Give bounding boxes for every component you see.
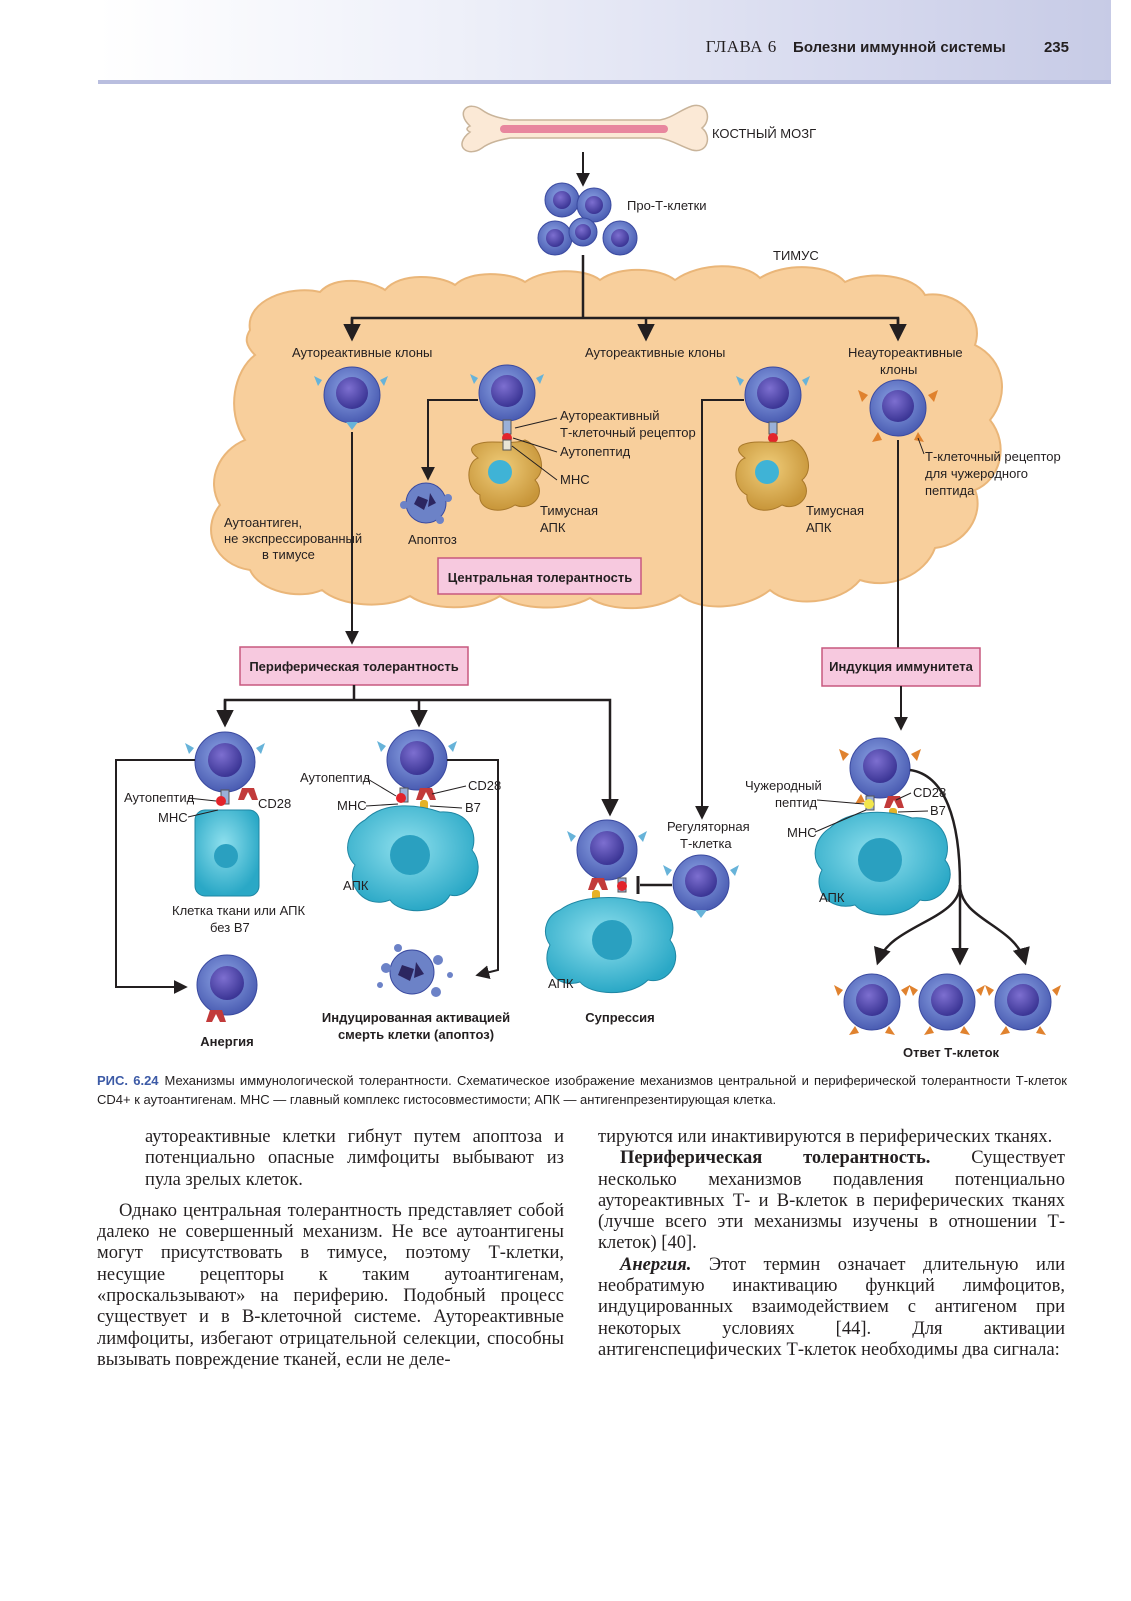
peripheral-tolerance-heading: Периферическая толерантность. xyxy=(620,1148,931,1169)
foreign-peptide-label-1: Чужеродный xyxy=(745,778,822,793)
body-column-left: аутореактивные клетки гибнут путем апопт… xyxy=(97,1127,564,1371)
left-continuation: аутореактивные клетки гибнут путем апопт… xyxy=(145,1127,564,1190)
body-column-right: тируются или инактивируются в перифериче… xyxy=(598,1127,1065,1361)
t-cell-response-label: Ответ Т-клеток xyxy=(903,1045,1000,1060)
chapter-label: ГЛАВА 6 xyxy=(705,37,777,56)
foreign-peptide-label-2: пептид xyxy=(775,795,818,810)
effector-t-cell-2 xyxy=(909,973,985,1035)
right-continuation: тируются или инактивируются в перифериче… xyxy=(598,1127,1053,1147)
bone-marrow-bone xyxy=(461,104,709,153)
response-b7-label: B7 xyxy=(930,803,946,818)
effector-t-cell-1 xyxy=(834,973,910,1035)
mhc-label: МНС xyxy=(560,472,590,487)
anergy-t-cell xyxy=(185,731,265,806)
chapter-title: Болезни иммунной системы xyxy=(793,39,1006,56)
anergy-mhc-label: МНС xyxy=(158,810,188,825)
thymus-autoreactive-cell-left xyxy=(314,366,388,430)
suppression-apc-label: АПК xyxy=(548,976,574,991)
peripheral-tolerance-text: Существует несколько механизмов подавлен… xyxy=(598,1148,1065,1254)
peripheral-tolerance-paragraph: Периферическая толерантность. Существует… xyxy=(598,1148,1065,1254)
autoreactive-clones-left-label: Аутореактивные клоны xyxy=(292,345,432,360)
aicd-label-1: Индуцированная активацией xyxy=(322,1010,510,1025)
header-band xyxy=(98,0,1111,82)
aicd-apoptotic-cell xyxy=(377,944,453,997)
thymus-shape xyxy=(210,265,1003,610)
pro-t-cells xyxy=(537,182,638,256)
regulatory-t-cell xyxy=(663,854,739,918)
apoptotic-cell xyxy=(400,482,452,524)
aicd-label-2: смерть клетки (апоптоз) xyxy=(338,1027,494,1042)
autoreactive-tcr-label-2: Т-клеточный рецептор xyxy=(560,425,696,440)
thymus-autoreactive-cell-center xyxy=(470,364,544,443)
figure-caption-label: РИС. 6.24 xyxy=(97,1073,159,1088)
immunity-induction-label: Индукция иммунитета xyxy=(829,659,973,674)
tissue-cell-label-2: без B7 xyxy=(210,920,250,935)
aicd-t-cell xyxy=(377,729,457,812)
immunity-induction-box xyxy=(821,647,981,687)
foreign-tcr-label-2: для чужеродного xyxy=(925,466,1028,481)
autopeptide-label: Аутопептид xyxy=(560,444,631,459)
thymus-autoreactive-cell-right xyxy=(736,366,810,443)
foreign-tcr-label-1: Т-клеточный рецептор xyxy=(925,449,1061,464)
aicd-mhc-label: МНС xyxy=(337,798,367,813)
aicd-b7-label: B7 xyxy=(465,800,481,815)
aicd-cd28-label: CD28 xyxy=(468,778,501,793)
tissue-cell-label-1: Клетка ткани или АПК xyxy=(172,903,306,918)
anergic-t-cell xyxy=(196,954,258,1022)
anergy-text: Этот термин означает длительную или необ… xyxy=(598,1254,1065,1360)
nonautoreactive-clones-label-2: клоны xyxy=(880,362,917,377)
central-tolerance-box xyxy=(437,557,642,595)
tolerance-figure: КОСТНЫЙ МОЗГ Про-Т-клетки ТИМУС Аутореак… xyxy=(115,104,1061,1060)
anergy-cd28-label: CD28 xyxy=(258,796,291,811)
thymic-apc-1 xyxy=(468,439,543,511)
suppressed-t-cell xyxy=(567,819,647,902)
autoreactive-clones-center-label: Аутореактивные клоны xyxy=(585,345,725,360)
treg-label-1: Регуляторная xyxy=(667,819,750,834)
thymic-apc-label-2: АПК xyxy=(540,520,566,535)
page-number: 235 xyxy=(1043,39,1069,56)
anergy-label: Анергия xyxy=(200,1034,253,1049)
autoantigen-label-2: не экспрессированный xyxy=(224,531,362,546)
thymus-nonautoreactive-cell xyxy=(858,379,938,442)
autoantigen-label-1: Аутоантиген, xyxy=(224,515,302,530)
left-paragraph: Однако центральная толерантность предста… xyxy=(97,1200,564,1370)
figure-caption-text: Механизмы иммунологической толерантности… xyxy=(97,1073,1067,1107)
header-rule xyxy=(98,80,1111,84)
aicd-apc-label: АПК xyxy=(343,878,369,893)
anergy-paragraph: Анергия. Этот термин означает длительную… xyxy=(598,1255,1065,1361)
central-tolerance-label: Центральная толерантность xyxy=(448,570,633,585)
autoreactive-tcr-label-1: Аутореактивный xyxy=(560,408,660,423)
peripheral-tolerance-label: Периферическая толерантность xyxy=(249,659,458,674)
thymic-apc-2 xyxy=(735,439,810,511)
autoantigen-label-3: в тимусе xyxy=(262,547,315,562)
foreign-tcr-label-3: пептида xyxy=(925,483,975,498)
effector-t-cell-3 xyxy=(985,973,1061,1035)
thymic-apc-label-1: Тимусная xyxy=(540,503,598,518)
nonautoreactive-clones-label-1: Неаутореактивные xyxy=(848,345,963,360)
thymic-apc-2-label-2: АПК xyxy=(806,520,832,535)
anergy-autopeptide-label: Аутопептид xyxy=(124,790,195,805)
response-apc-label: АПК xyxy=(819,890,845,905)
thymic-apc-2-label-1: Тимусная xyxy=(806,503,864,518)
treg-label-2: Т-клетка xyxy=(680,836,732,851)
anergy-heading: Анергия. xyxy=(620,1254,692,1275)
activated-t-cell xyxy=(839,737,921,820)
response-mhc-label: МНС xyxy=(787,825,817,840)
pro-t-cells-label: Про-Т-клетки xyxy=(627,198,707,213)
aicd-autopeptide-label: Аутопептид xyxy=(300,770,371,785)
apoptosis-label: Апоптоз xyxy=(408,532,457,547)
bone-marrow-label: КОСТНЫЙ МОЗГ xyxy=(712,126,816,141)
thymus-label: ТИМУС xyxy=(773,248,819,263)
running-head: ГЛАВА 6 Болезни иммунной системы 235 xyxy=(706,37,1069,57)
suppression-label: Супрессия xyxy=(585,1010,655,1025)
